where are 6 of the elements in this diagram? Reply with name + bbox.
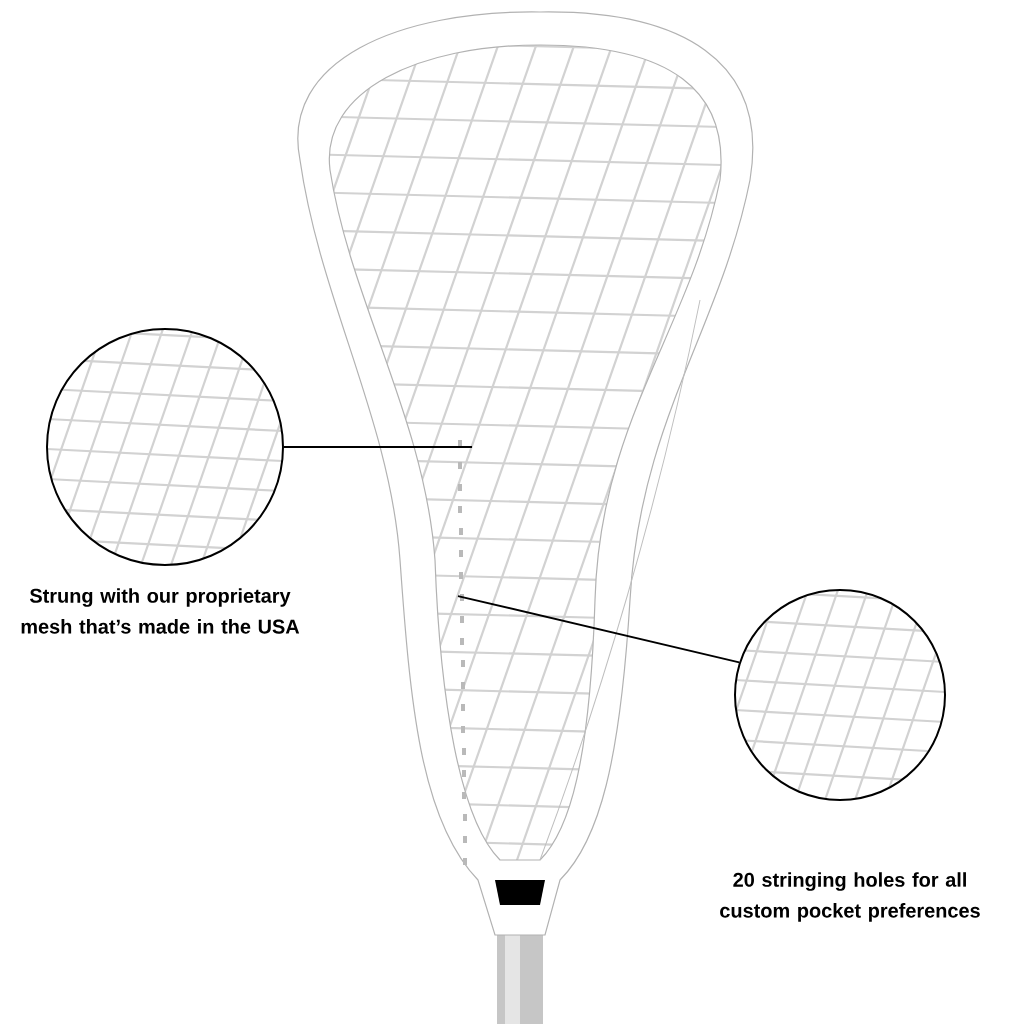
magnified-mesh-circle: [46, 328, 284, 566]
magnified-mesh-circle: [734, 589, 946, 801]
callout-text: Strung with our proprietary mesh that’s made in the USA: [21, 588, 300, 634]
leader-line: [283, 446, 473, 448]
callout-text: 20 stringing holes for all custom pocket preferences: [720, 872, 980, 922]
leader-line: [457, 595, 741, 664]
